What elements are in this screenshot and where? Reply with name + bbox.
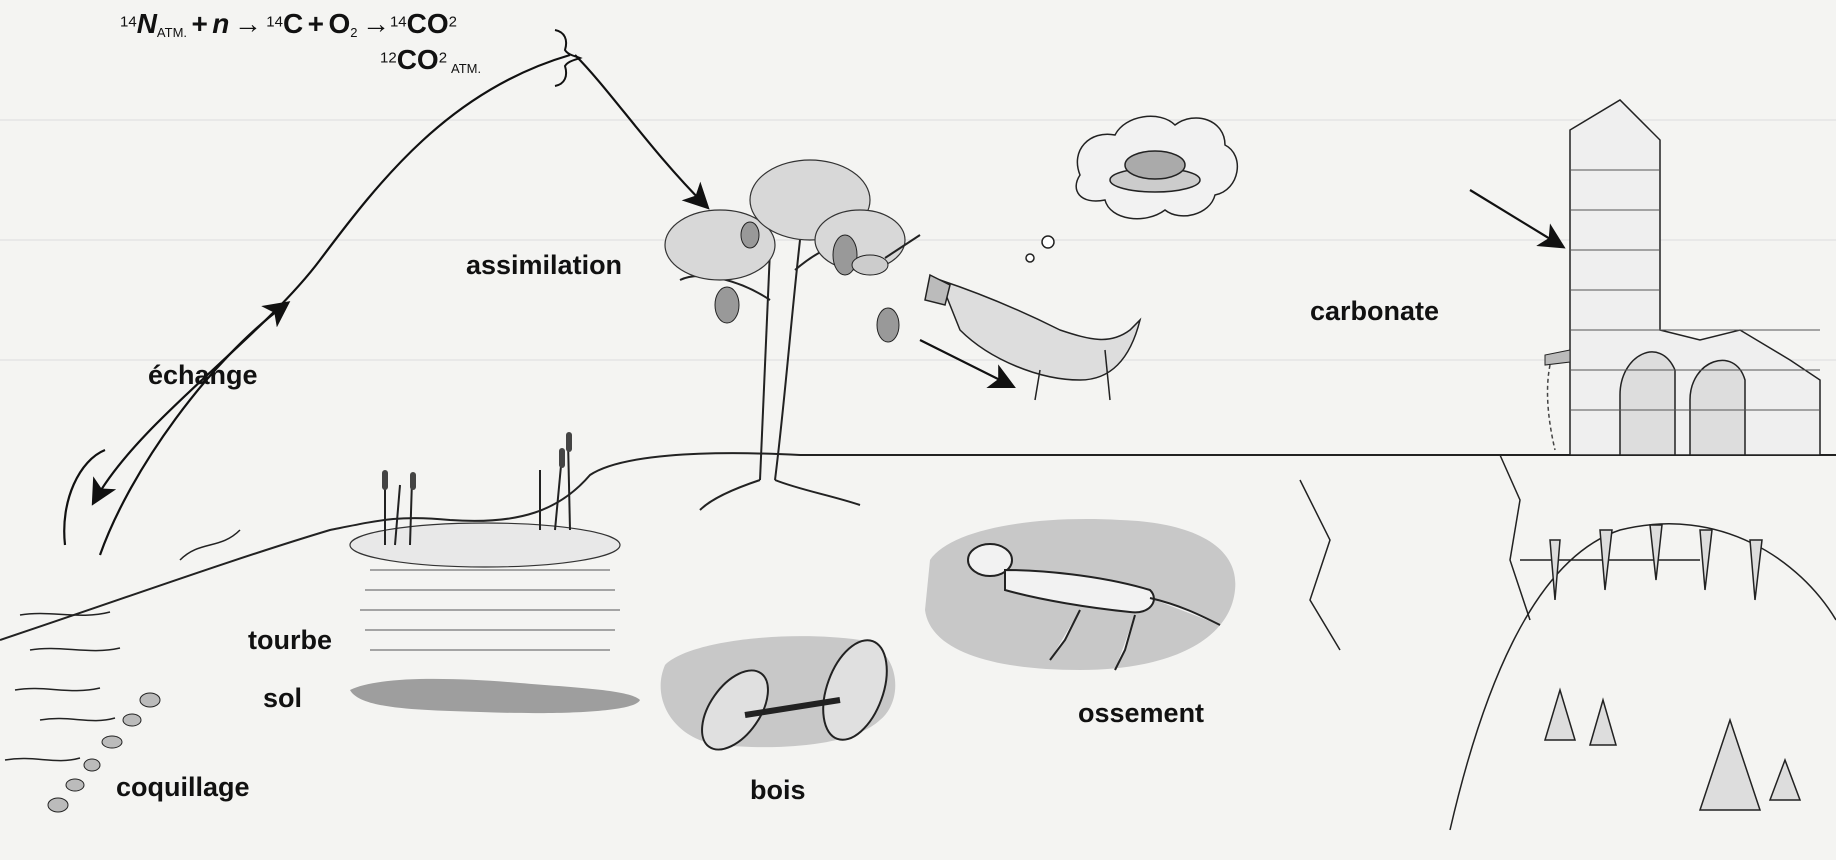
o2-symbol: O — [328, 8, 350, 39]
label-sol: sol — [263, 683, 302, 714]
cave-stalactites — [1550, 525, 1762, 600]
cave-stalagmites — [1545, 690, 1800, 810]
arrow-to-wall — [1470, 190, 1560, 245]
c14-symbol: C — [283, 8, 303, 39]
fountain-spout — [1545, 350, 1570, 365]
label-ossement: ossement — [1078, 698, 1204, 729]
n14-mass: 14 — [120, 14, 137, 31]
arrow-echange-down — [64, 450, 105, 545]
radiocarbon-equation: 14NATM. + n → 14C + O2 →14CO2 — [120, 8, 457, 40]
co2-14-symbol: CO — [407, 8, 449, 39]
buried-skeleton — [925, 519, 1235, 670]
label-echange: échange — [148, 360, 258, 391]
co2-12-mass: 12 — [380, 50, 397, 67]
pond — [350, 432, 640, 713]
co2-12-line: 12CO2ATM. — [380, 44, 481, 76]
co2-12-symbol: CO — [397, 44, 439, 75]
fox — [925, 275, 1140, 400]
ruined-wall — [1570, 100, 1820, 455]
n14-symbol: N — [137, 8, 157, 39]
sea-waves — [5, 530, 240, 761]
label-assimilation: assimilation — [466, 250, 622, 281]
reaction-arrow-1: → — [234, 8, 262, 39]
co2-14-mass: 14 — [390, 14, 407, 31]
co2-12-sub: ATM. — [451, 61, 481, 76]
co2-14-sup: 2 — [449, 14, 457, 31]
limestone-cliff — [1300, 455, 1836, 830]
plus-sign-2: + — [308, 8, 324, 39]
tree — [680, 240, 890, 510]
label-tourbe: tourbe — [248, 625, 332, 656]
n14-sub: ATM. — [157, 25, 187, 40]
arrow-to-tree — [575, 55, 705, 205]
o2-sub: 2 — [350, 25, 357, 40]
label-carbonate: carbonate — [1310, 296, 1439, 327]
arrow-sea-to-atmosphere — [100, 305, 285, 555]
label-coquillage: coquillage — [116, 772, 250, 803]
c14-mass: 14 — [266, 14, 283, 31]
ground-line — [0, 453, 1836, 640]
co2-12-sup: 2 — [439, 50, 447, 67]
label-bois: bois — [750, 775, 806, 806]
plus-sign-1: + — [191, 8, 207, 39]
neutron-symbol: n — [212, 8, 229, 39]
reaction-arrow-2: → — [362, 8, 390, 39]
background-texture — [0, 120, 1836, 360]
fountain-water — [1548, 365, 1555, 450]
buried-wood — [661, 632, 899, 762]
